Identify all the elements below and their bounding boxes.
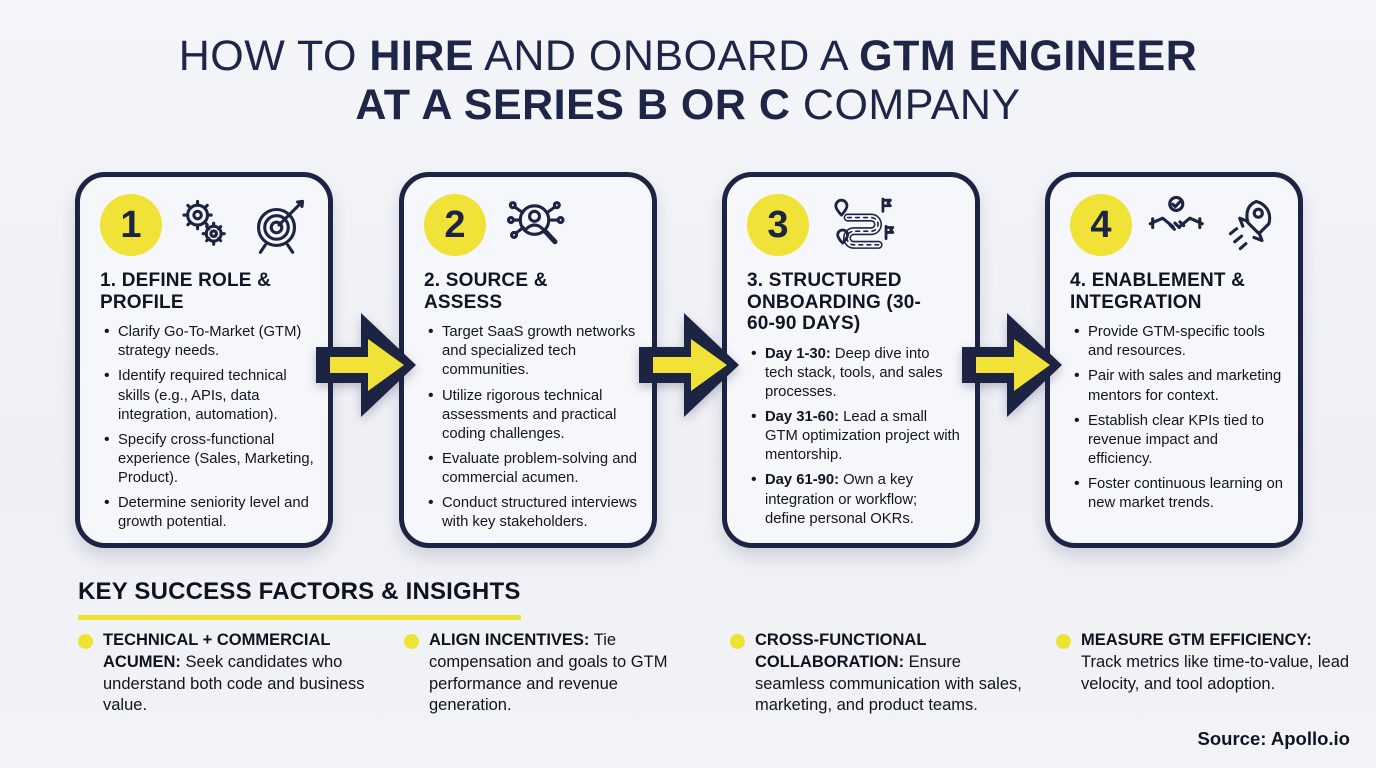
bullet-dot-icon xyxy=(78,634,93,649)
bullet-dot-icon xyxy=(404,634,419,649)
handshake-check-icon xyxy=(1148,195,1204,231)
title-line-1: HOW TO HIRE AND ONBOARD A GTM ENGINEER xyxy=(0,32,1376,81)
insight-text: ALIGN INCENTIVES: Tie compensation and g… xyxy=(429,631,668,715)
step-bullet: Pair with sales and marketing mentors fo… xyxy=(1074,366,1284,405)
insight-text: MEASURE GTM EFFICIENCY: Track metrics li… xyxy=(1081,631,1350,693)
step-card-header: 3 xyxy=(747,193,961,257)
step-bullet: Provide GTM-specific tools and resources… xyxy=(1074,322,1284,361)
step-bullet: Utilize rigorous technical assessments a… xyxy=(428,386,638,444)
step-title: 2. SOURCE & ASSESS xyxy=(424,270,548,313)
step-bullet: Establish clear KPIs tied to revenue imp… xyxy=(1074,411,1284,469)
step-bullet: Determine seniority level and growth pot… xyxy=(104,493,314,532)
step-card-3: 3 3. STRUCTURED ONBOARDING (30-60-90 DAY… xyxy=(722,172,980,548)
rocket-icon xyxy=(1228,199,1272,251)
step-card-1: 1 1. DEFINE ROLE & PROFILE Clarify Go-To… xyxy=(75,172,333,548)
step-bullet: Specify cross-functional experience (Sal… xyxy=(104,430,314,488)
insight-item: CROSS-FUNCTIONAL COLLABORATION: Ensure s… xyxy=(730,630,1024,717)
step-title: 4. ENABLEMENT & INTEGRATION xyxy=(1070,270,1246,313)
step-bullet-list: Provide GTM-specific tools and resources… xyxy=(1070,322,1284,513)
page-title: HOW TO HIRE AND ONBOARD A GTM ENGINEER A… xyxy=(0,0,1376,130)
step-bullet: Identify required technical skills (e.g.… xyxy=(104,366,314,424)
insight-item: ALIGN INCENTIVES: Tie compensation and g… xyxy=(404,630,698,717)
target-icon xyxy=(256,199,305,254)
arrow-right-icon xyxy=(639,313,739,417)
step-number-badge: 4 xyxy=(1070,194,1132,256)
roadmap-icon xyxy=(834,197,895,249)
step-card-header: 1 xyxy=(100,193,314,257)
step-bullet: Foster continuous learning on new market… xyxy=(1074,474,1284,513)
step-bullet-list: Day 1-30: Deep dive into tech stack, too… xyxy=(747,344,961,529)
step-bullet: Clarify Go-To-Market (GTM) strategy need… xyxy=(104,322,314,361)
step-number-badge: 2 xyxy=(424,194,486,256)
step-bullet-list: Target SaaS growth networks and speciali… xyxy=(424,322,638,532)
step-card-header: 2 xyxy=(424,193,638,257)
title-line-2: AT A SERIES B OR C COMPANY xyxy=(0,81,1376,130)
step-bullet: Target SaaS growth networks and speciali… xyxy=(428,322,638,380)
title-segment: HIRE xyxy=(369,32,475,80)
bullet-dot-icon xyxy=(730,634,745,649)
bullet-dot-icon xyxy=(1056,634,1071,649)
step-bullet-list: Clarify Go-To-Market (GTM) strategy need… xyxy=(100,322,314,532)
candidate-search-icon xyxy=(506,201,565,245)
title-segment: GTM ENGINEER xyxy=(859,32,1198,80)
step-number-badge: 3 xyxy=(747,194,809,256)
title-segment: HOW TO xyxy=(178,32,370,80)
insight-text: TECHNICAL + COMMERCIAL ACUMEN: Seek cand… xyxy=(103,631,365,715)
step-bullet: Day 61-90: Own a key integration or work… xyxy=(751,470,961,528)
step-bullet: Evaluate problem-solving and commercial … xyxy=(428,449,638,488)
step-bullet: Day 31-60: Lead a small GTM optimization… xyxy=(751,407,961,465)
insight-item: TECHNICAL + COMMERCIAL ACUMEN: Seek cand… xyxy=(78,630,372,717)
title-segment: COMPANY xyxy=(790,81,1021,130)
step-title: 3. STRUCTURED ONBOARDING (30-60-90 DAYS) xyxy=(747,270,922,335)
step-title: 1. DEFINE ROLE & PROFILE xyxy=(100,270,272,313)
insight-text: CROSS-FUNCTIONAL COLLABORATION: Ensure s… xyxy=(755,631,1022,715)
step-bullet: Conduct structured interviews with key s… xyxy=(428,493,638,532)
insights-heading: KEY SUCCESS FACTORS & INSIGHTS xyxy=(78,578,521,620)
insight-item: MEASURE GTM EFFICIENCY: Track metrics li… xyxy=(1056,630,1350,717)
title-segment: AT A SERIES B OR C xyxy=(355,81,791,130)
step-number-badge: 1 xyxy=(100,194,162,256)
step-card-header: 4 xyxy=(1070,193,1284,257)
step-card-4: 4 4. ENABLEMENT & INTEGRATIO xyxy=(1045,172,1303,548)
step-bullet: Day 1-30: Deep dive into tech stack, too… xyxy=(751,344,961,402)
gears-icon xyxy=(182,199,226,246)
step-card-2: 2 2. SOURCE & ASSESS Target SaaS growth … xyxy=(399,172,657,548)
title-segment: AND ONBOARD A xyxy=(474,32,860,80)
arrow-right-icon xyxy=(316,313,416,417)
arrow-right-icon xyxy=(962,313,1062,417)
insights-grid: TECHNICAL + COMMERCIAL ACUMEN: Seek cand… xyxy=(78,630,1350,717)
source-credit: Source: Apollo.io xyxy=(1197,728,1350,749)
